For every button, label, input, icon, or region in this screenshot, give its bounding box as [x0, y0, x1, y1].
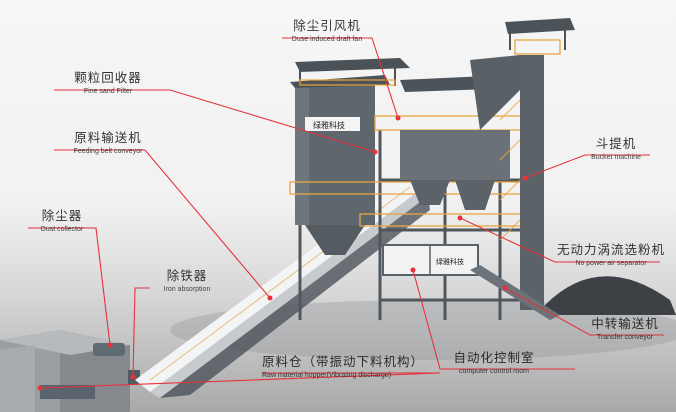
raw-material-hopper	[0, 330, 140, 412]
control-room: 绿雅科技	[382, 244, 479, 276]
bucket-elevator	[470, 18, 575, 310]
callout-dots	[37, 115, 528, 391]
label-raw-hopper: 原料仓（带振动下料机构）Raw material hopper(Vibratin…	[262, 354, 425, 379]
dust-collector-box	[93, 343, 125, 356]
brand-logo: 绿雅科技	[313, 120, 345, 130]
svg-text:绿雅科技: 绿雅科技	[436, 257, 464, 266]
fine-sand-filter-tower: 绿雅科技	[290, 58, 410, 255]
separator-housing	[400, 130, 510, 180]
leader-lines	[28, 37, 664, 389]
sand-pile	[545, 276, 676, 315]
steel-frame	[298, 130, 540, 320]
